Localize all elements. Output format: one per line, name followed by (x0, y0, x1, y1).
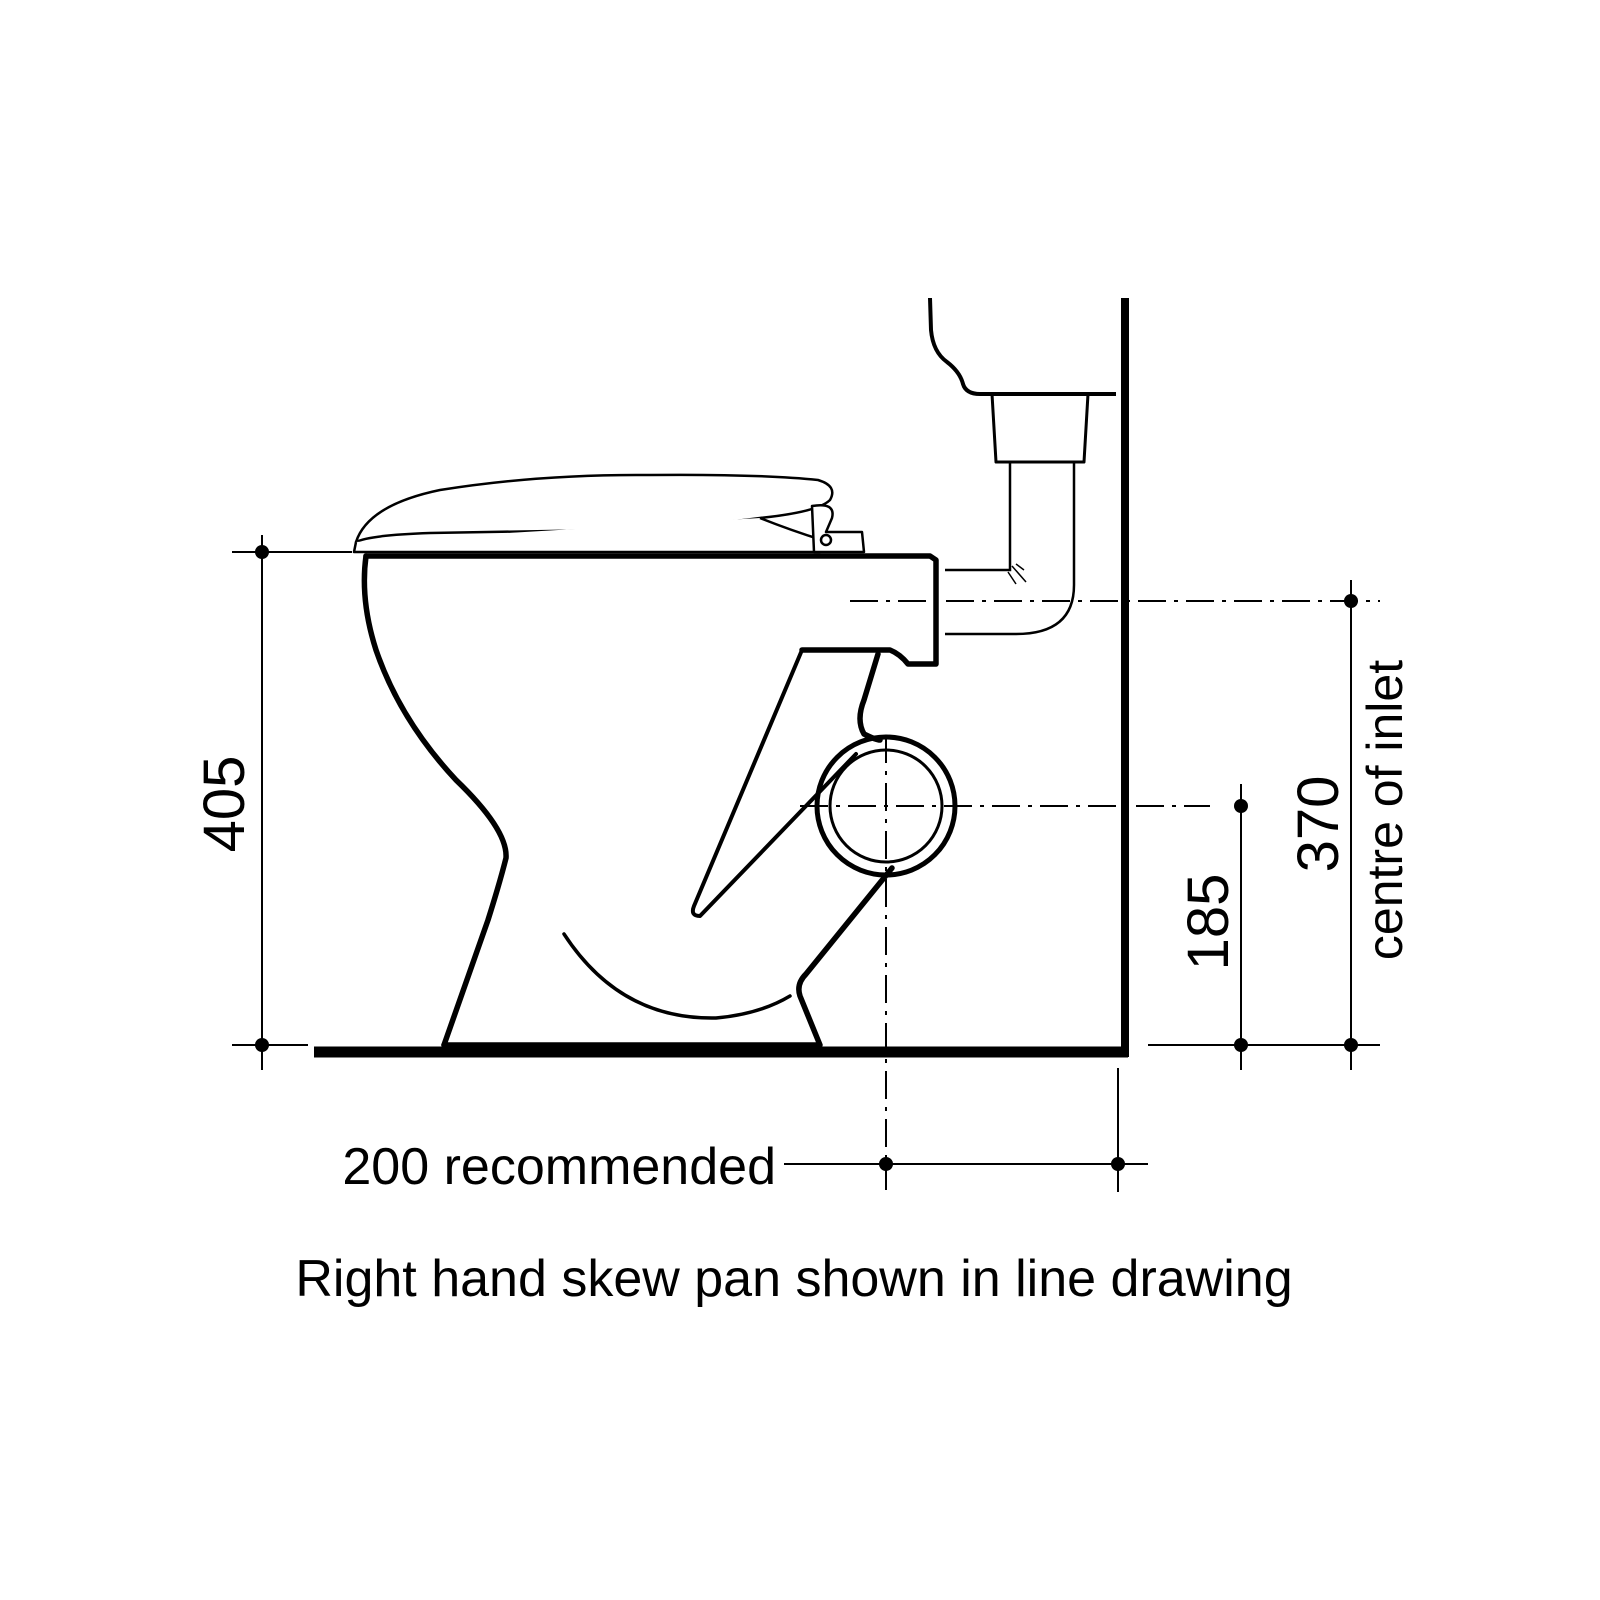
flush-pipe-inner (945, 462, 1012, 572)
pan-rear-neck (857, 651, 883, 743)
flush-pipe-outer (945, 462, 1076, 636)
trapway (690, 648, 858, 918)
dot-200-right (1111, 1157, 1125, 1171)
pan-front-wall (361, 553, 509, 1048)
caption: Right hand skew pan shown in line drawin… (295, 1250, 1292, 1308)
centre-of-inlet-label: centre of inlet (1357, 660, 1413, 960)
hinge-pin (819, 533, 833, 547)
centre-lines (800, 600, 1380, 1190)
flush-pipe-break (1007, 563, 1027, 585)
pan-outline (363, 553, 939, 667)
dim-200-label: 200 recommended (342, 1138, 776, 1196)
toilet-pan (361, 553, 939, 1048)
dim-185-label: 185 (1176, 874, 1241, 971)
dot-405-bottom (255, 1038, 269, 1052)
dot-370-bottom (1344, 1038, 1358, 1052)
dot-405-top (255, 545, 269, 559)
seat-hinge (810, 504, 866, 554)
floor-and-wall (314, 298, 1129, 1058)
cistern-body (928, 297, 1116, 396)
bowl-curve (562, 932, 792, 1020)
dot-185-top (1234, 799, 1248, 813)
dim-370-label: 370 (1286, 776, 1351, 873)
flush-pipe (945, 462, 1076, 636)
cistern (928, 297, 1116, 464)
dim-405-label: 405 (192, 756, 257, 853)
toilet-seat (352, 473, 866, 554)
cistern-outlet-spigot (990, 393, 1090, 464)
dimension-lines (232, 535, 1380, 1192)
dot-370-top (1344, 594, 1358, 608)
pan-base (441, 865, 895, 1048)
dot-185-bottom (1234, 1038, 1248, 1052)
dot-200-left (879, 1157, 893, 1171)
dimension-dots (255, 545, 1358, 1171)
